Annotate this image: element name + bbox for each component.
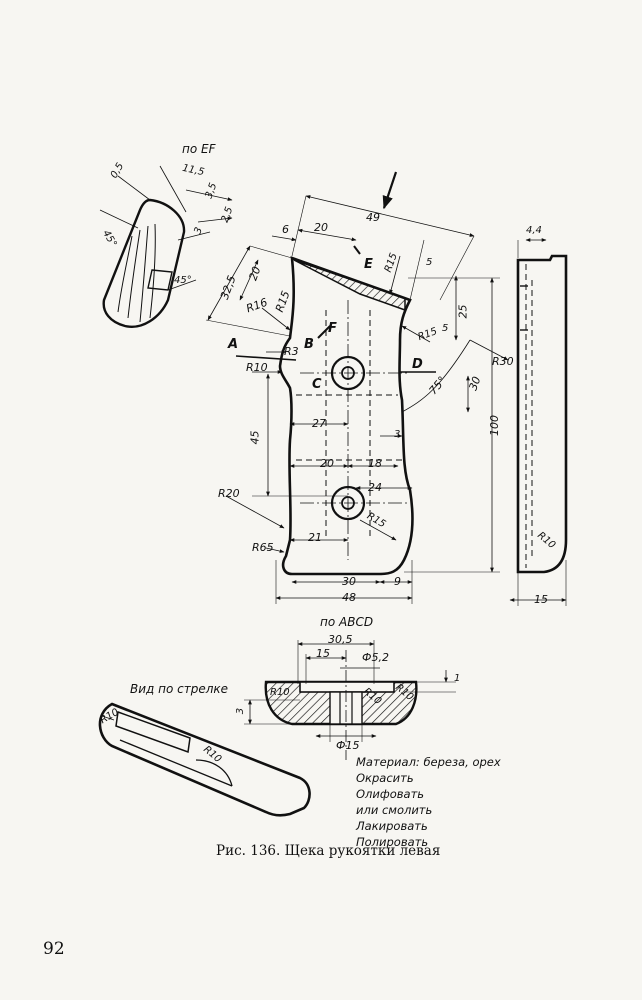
- side-view: [509, 238, 568, 606]
- point-label-f: F: [328, 321, 337, 336]
- dim-6: 6: [282, 223, 289, 236]
- dim-15-side: 15: [534, 593, 548, 606]
- section-abcd-view: [244, 640, 456, 760]
- dim-100: 100: [488, 415, 501, 436]
- point-label-a: A: [228, 337, 239, 352]
- dim-20-mid: 20: [320, 457, 334, 470]
- dim-27: 27: [312, 417, 326, 430]
- dim-4-4: 4,4: [526, 225, 542, 236]
- dim-3-right: 3: [394, 429, 401, 440]
- dim-f5-2: Ф5,2: [362, 651, 389, 664]
- note-paint: Окрасить: [356, 771, 414, 785]
- point-label-c: C: [312, 377, 322, 392]
- dim-24: 24: [368, 481, 382, 494]
- section-abcd-label: по ABCD: [320, 615, 374, 629]
- material-notes: Материал: береза, орех Окрасить Олифоват…: [356, 754, 501, 850]
- dim-r3: R3: [284, 345, 299, 358]
- point-label-d: D: [412, 357, 423, 372]
- note-polish: Полировать: [356, 835, 429, 849]
- side-profile: [516, 254, 568, 574]
- point-label-b: B: [304, 337, 314, 352]
- dim-5-top: 5: [426, 257, 433, 268]
- arrow-view-profile: [98, 702, 311, 817]
- dim-r10: R10: [246, 361, 268, 374]
- note-material: Материал: береза, орех: [356, 755, 501, 769]
- dim-r20: R20: [218, 487, 240, 500]
- arrow-view-label: Вид по стрелке: [130, 682, 229, 696]
- dim-49: 49: [366, 211, 380, 224]
- dim-25: 25: [456, 304, 470, 319]
- note-resin: или смолить: [356, 803, 433, 817]
- dim-1-abcd: 1: [454, 673, 461, 684]
- section-ef-view: [99, 165, 233, 328]
- note-lacquer: Лакировать: [356, 819, 428, 833]
- section-ef-label: по EF: [182, 142, 216, 156]
- front-view: [205, 171, 509, 604]
- dim-5-right: 5: [442, 323, 449, 334]
- dim-ef-angle-2: 45°: [174, 275, 192, 286]
- dim-r30: R30: [492, 355, 514, 368]
- arrow-view: [98, 702, 311, 817]
- cheek-outline: [278, 256, 414, 576]
- dim-3-abcd: 3: [235, 707, 247, 715]
- dim-21: 21: [308, 531, 322, 544]
- point-label-e: E: [364, 257, 373, 272]
- dim-f15: Ф15: [336, 739, 360, 752]
- dim-45: 45: [248, 430, 262, 445]
- dim-48: 48: [342, 591, 356, 604]
- dim-20-top: 20: [314, 221, 328, 234]
- dim-15-abcd: 15: [316, 647, 330, 660]
- dim-30-5: 30,5: [328, 633, 353, 646]
- dim-r65: R65: [252, 541, 274, 554]
- dim-9: 9: [394, 575, 401, 588]
- figure-caption: Рис. 136. Щека рукоятки левая: [216, 843, 441, 859]
- dim-18: 18: [368, 457, 382, 470]
- note-oil: Олифовать: [356, 787, 425, 801]
- dim-30-bottom: 30: [342, 575, 356, 588]
- dim-r10-abcd-1: R10: [270, 687, 290, 698]
- page-number: 92: [43, 939, 65, 959]
- section-ef-profile: [102, 198, 186, 328]
